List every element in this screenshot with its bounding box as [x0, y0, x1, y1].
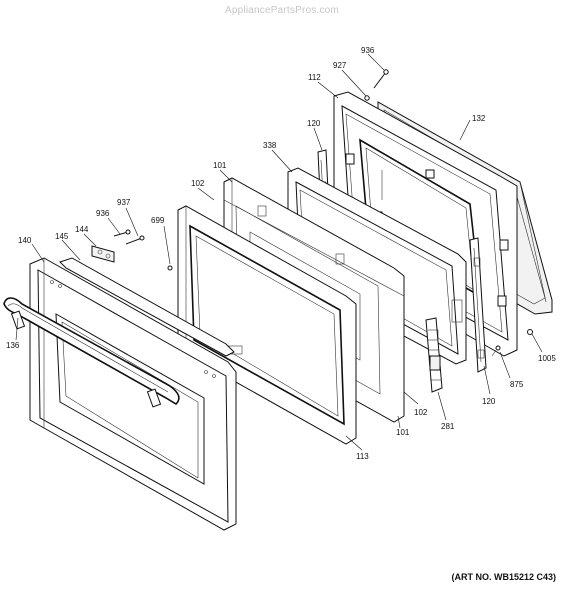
label-101: 101	[213, 161, 227, 170]
label-112: 112	[308, 73, 321, 82]
label-120-bottom: 120	[482, 397, 496, 406]
label-875: 875	[510, 380, 524, 389]
part-145-trim[interactable]	[59, 257, 235, 357]
label-927: 927	[333, 61, 347, 70]
label-140: 140	[18, 236, 32, 245]
label-936-left: 936	[96, 209, 110, 218]
part-927-washer[interactable]	[364, 95, 370, 101]
label-144: 144	[75, 225, 89, 234]
part-144-bracket[interactable]	[91, 245, 115, 263]
label-132: 132	[472, 114, 486, 123]
part-875-screw[interactable]	[491, 345, 501, 357]
label-136: 136	[6, 341, 20, 350]
part-120-right-channel[interactable]	[469, 237, 487, 373]
part-936-left-screw[interactable]	[113, 229, 131, 237]
leader-lines	[15, 53, 543, 451]
label-102: 102	[191, 179, 205, 188]
label-113: 113	[356, 452, 369, 461]
part-140-outer-door[interactable]	[29, 257, 237, 531]
part-937-screw[interactable]	[125, 235, 145, 245]
label-120: 120	[307, 119, 321, 128]
label-101-bottom: 101	[396, 428, 410, 437]
part-136-handle[interactable]	[3, 297, 180, 408]
callout-labels: 936 927 112 132 120 338 101 102 937 936 …	[6, 46, 556, 461]
part-1005-screw[interactable]	[527, 329, 533, 335]
part-699-clip[interactable]	[167, 265, 173, 271]
label-281: 281	[441, 422, 455, 431]
label-937: 937	[117, 198, 131, 207]
label-338: 338	[263, 141, 277, 150]
label-936: 936	[361, 46, 375, 55]
label-102-bottom: 102	[414, 408, 428, 417]
label-699: 699	[151, 216, 165, 225]
label-1005: 1005	[538, 354, 556, 363]
part-936-top-screw[interactable]	[373, 69, 389, 89]
watermark: AppliancePartsPros.com	[225, 5, 339, 16]
label-145: 145	[55, 232, 69, 241]
art-number: (ART NO. WB15212 C43)	[451, 572, 556, 582]
part-281-hinge[interactable]	[425, 317, 443, 393]
